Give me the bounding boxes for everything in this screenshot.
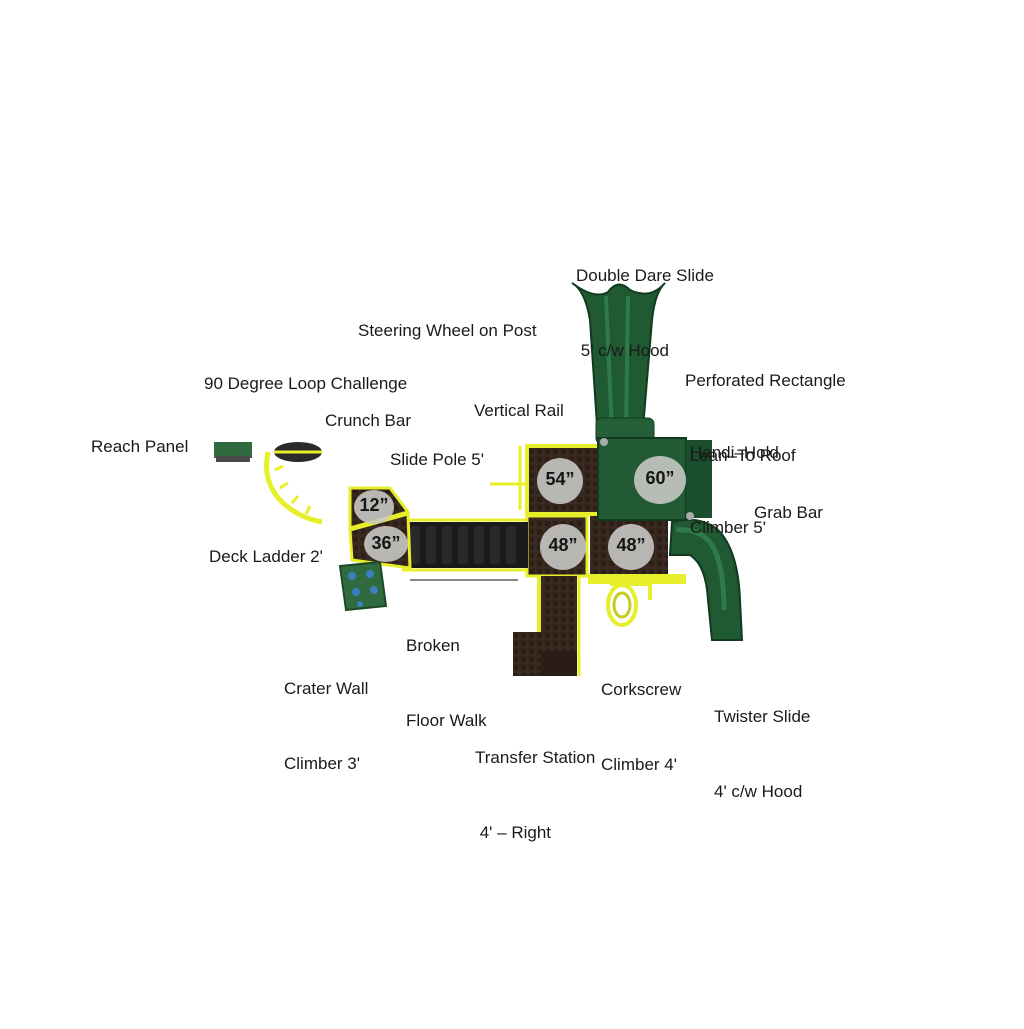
label-transfer-station: Transfer Station 4' – Right: [475, 695, 595, 870]
height-disc-36: [364, 526, 408, 562]
label-line: Handi–Hold: [690, 443, 779, 462]
label-line: Climber 3': [284, 754, 360, 773]
label-line: Crater Wall: [284, 679, 369, 698]
height-label-12: 12”: [359, 495, 389, 515]
height-disc-60: [634, 456, 686, 504]
crunch-bar: [274, 442, 322, 462]
label-loop-challenge: 90 Degree Loop Challenge: [204, 374, 408, 393]
label-line: 4' c/w Hood: [714, 782, 803, 801]
loop-challenge: [264, 451, 323, 525]
label-line: Corkscrew: [601, 680, 682, 699]
label-steering-wheel: Steering Wheel on Post: [358, 321, 537, 340]
label-line: Twister Slide: [714, 707, 811, 726]
label-vertical-rail: Vertical Rail: [474, 401, 564, 420]
label-deck-ladder: Deck Ladder 2': [209, 547, 323, 566]
crater-wall-climber: [338, 560, 388, 612]
height-label-36: 36”: [371, 533, 401, 553]
label-perforated-roof: Perforated Rectangle Lean–To Roof: [685, 318, 846, 493]
label-grab-bar: Grab Bar: [754, 503, 823, 522]
label-reach-panel: Reach Panel: [91, 437, 189, 456]
height-label-60: 60”: [645, 468, 675, 488]
label-line: 5' c/w Hood: [576, 341, 670, 360]
label-double-dare-slide: Double Dare Slide 5' c/w Hood: [576, 213, 714, 388]
height-disc-12: [354, 490, 394, 524]
label-twister-slide: Twister Slide 4' c/w Hood: [714, 654, 810, 829]
height-disc-48-left: [540, 524, 586, 570]
corkscrew-climber: [606, 582, 652, 627]
height-label-48-right: 48”: [616, 535, 646, 555]
label-line: 4' – Right: [475, 823, 552, 842]
height-disc-54: [537, 458, 583, 504]
broken-floor-walk: [402, 518, 528, 572]
reach-panel: [214, 442, 252, 462]
label-line: Double Dare Slide: [576, 266, 714, 285]
label-corkscrew: Corkscrew Climber 4': [601, 627, 681, 802]
height-disc-48-right: [608, 524, 654, 570]
label-line: Transfer Station: [475, 748, 596, 767]
label-slide-pole: Slide Pole 5': [390, 450, 484, 469]
label-line: Climber 4': [601, 755, 677, 774]
height-label-48-left: 48”: [548, 535, 578, 555]
transfer-station: [513, 576, 581, 676]
label-crater-wall: Crater Wall Climber 3': [284, 626, 368, 801]
label-line: Climber 5': [690, 518, 766, 537]
label-line: Broken: [406, 636, 460, 655]
label-crunch-bar: Crunch Bar: [325, 411, 411, 430]
twister-slide: [668, 518, 744, 641]
label-line: Floor Walk: [406, 711, 487, 730]
label-broken-floor: Broken Floor Walk: [406, 583, 487, 758]
height-label-54: 54”: [545, 469, 575, 489]
label-handi-hold: Handi–Hold Climber 5': [690, 390, 779, 565]
label-line: Lean–To Roof: [685, 446, 796, 465]
label-line: Perforated Rectangle: [685, 371, 846, 390]
